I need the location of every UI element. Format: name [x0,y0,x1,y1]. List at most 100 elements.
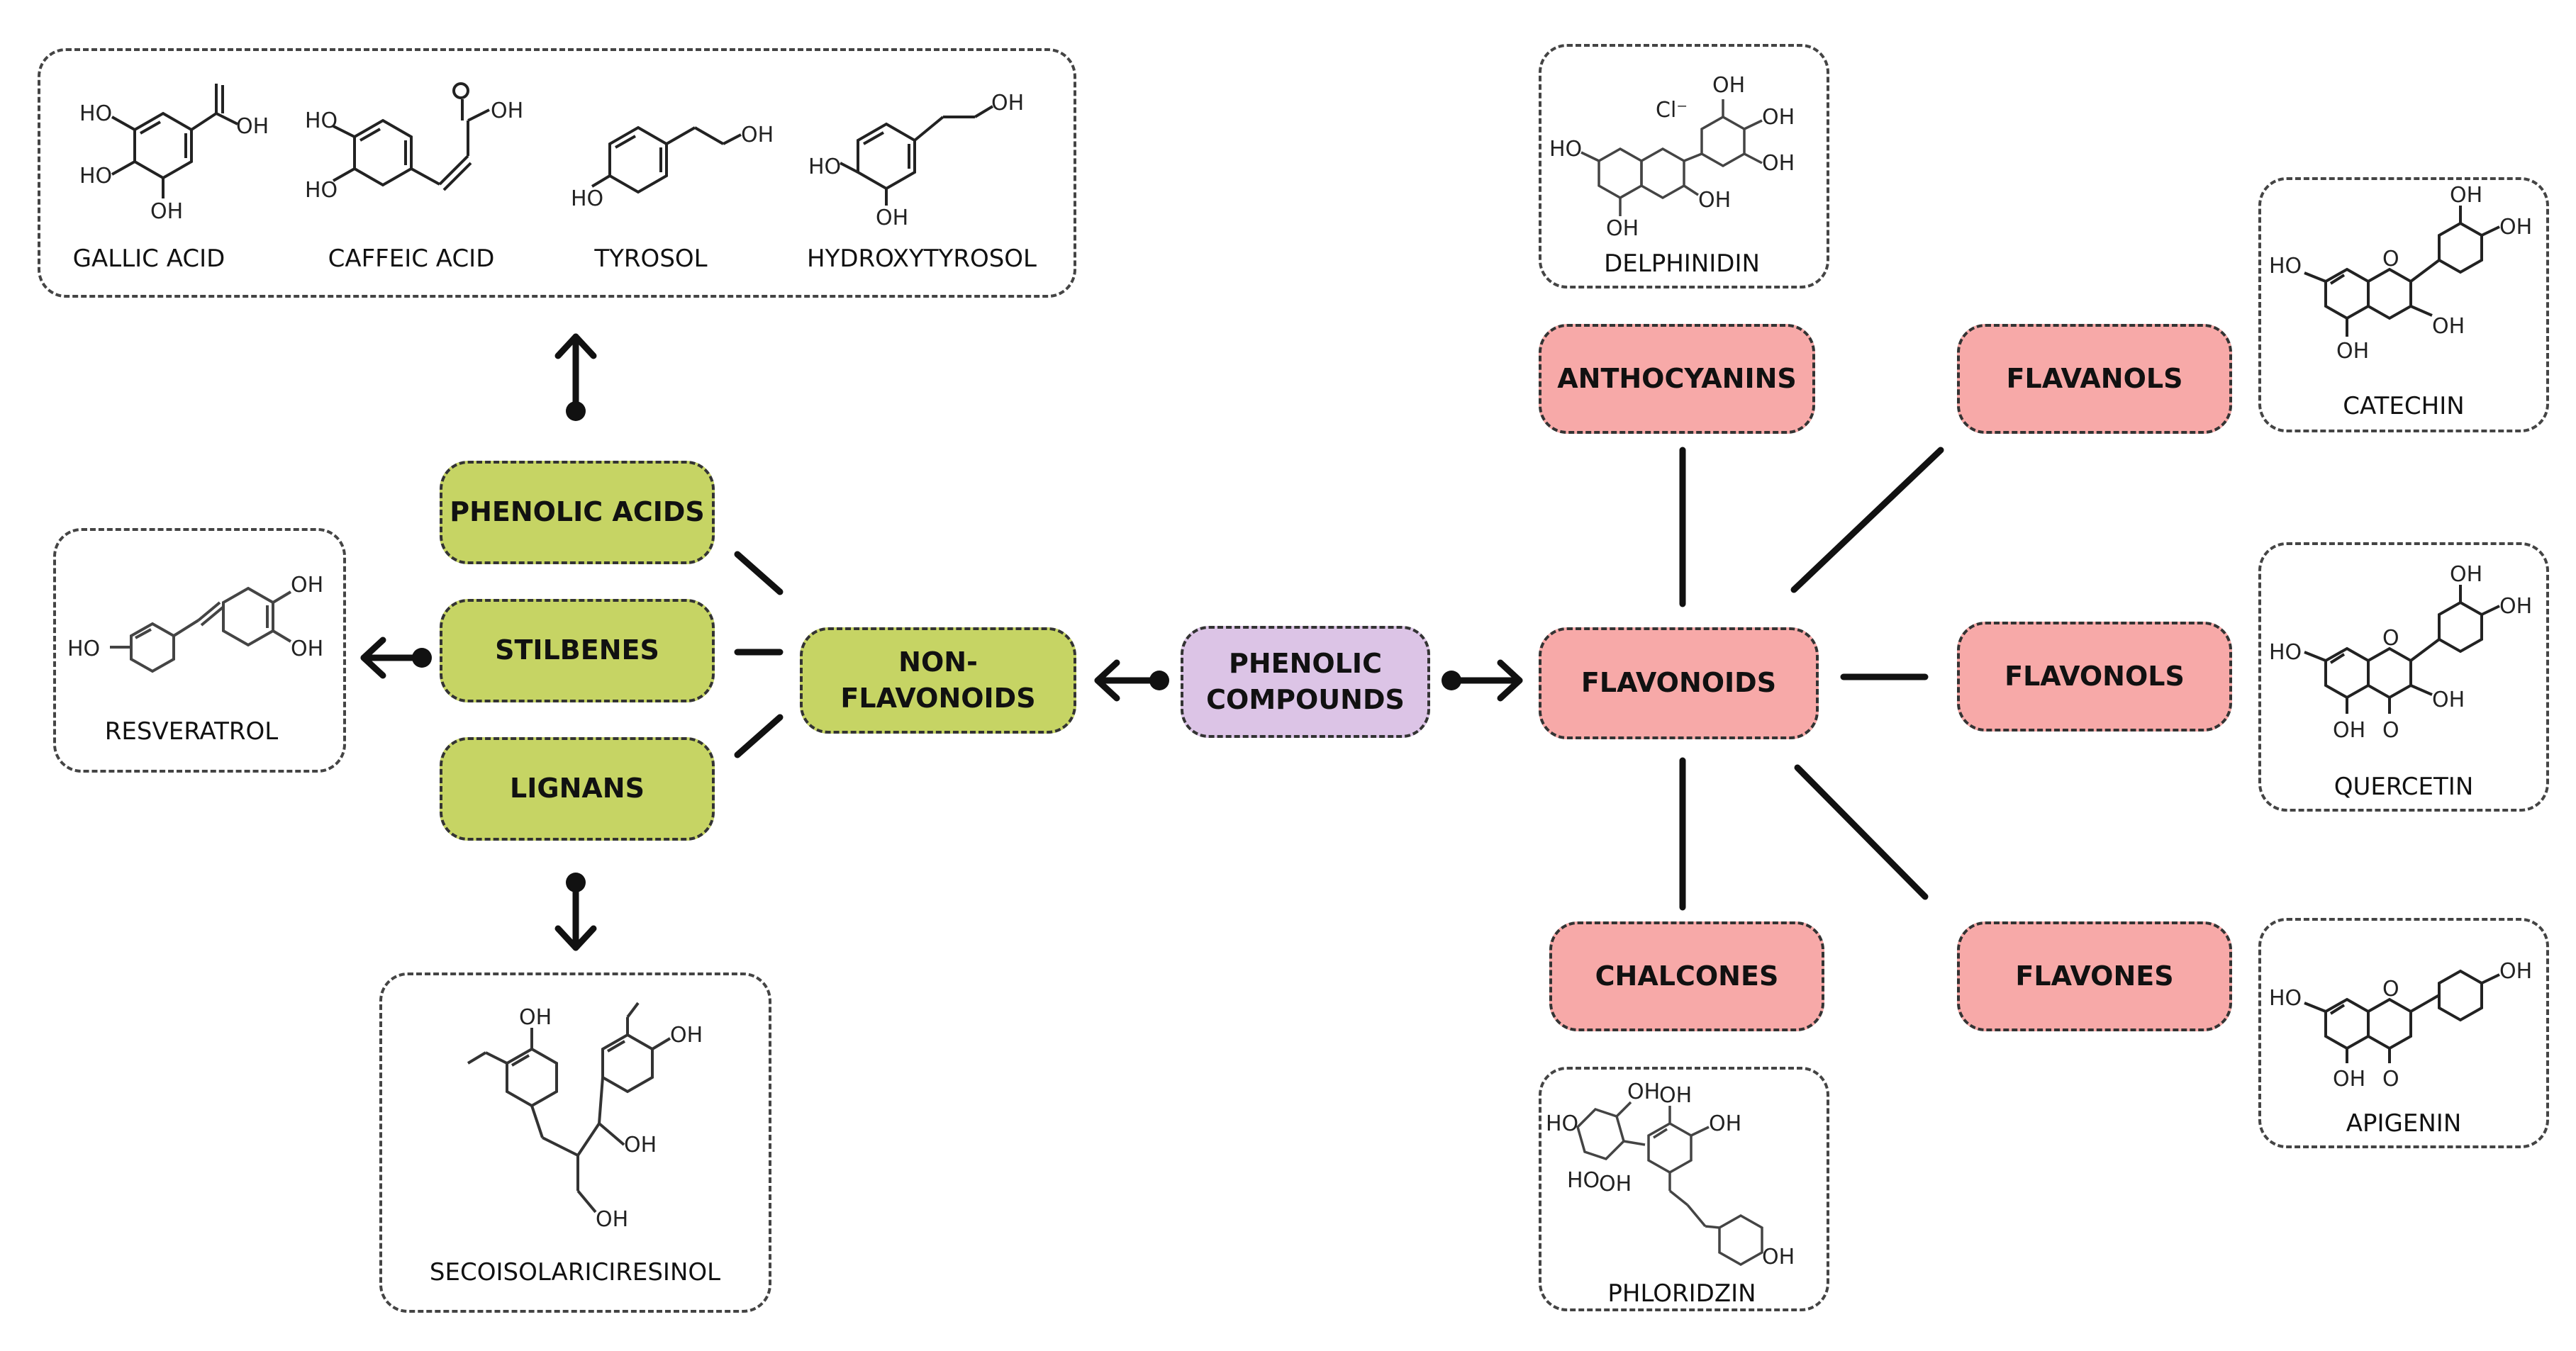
seco-oh-1: OH [519,1005,552,1030]
phloridzin-label: PHLORIDZIN [1607,1279,1756,1308]
catechin-structure: HO O OH OH OH OH [2269,184,2532,364]
flavones-label: FLAVONES [2015,960,2174,992]
catechin-label: CATECHIN [2343,392,2465,420]
delphinidin-oh-2: OH [1762,105,1795,130]
phenolic-acids-node: PHENOLIC ACIDS [440,461,715,564]
quercetin-label: QUERCETIN [2334,773,2474,801]
quercetin-o-keto: O [2382,718,2399,743]
quercetin-box [2258,542,2549,812]
secoisolariciresinol-structure: OH OH OH OH [467,1002,703,1232]
quercetin-o-ring: O [2382,626,2399,651]
secoisolariciresinol-box [379,972,771,1313]
chalcones-node: CHALCONES [1549,921,1824,1031]
lignans-label: LIGNANS [510,773,645,805]
gallic-oh-top: OH [236,114,269,139]
tyrosol-oh: OH [741,123,774,147]
nf-to-lignans-line [734,714,784,758]
quercetin-oh-3: OH [2432,688,2465,712]
quercetin-oh-4: OH [2333,718,2365,743]
flavonols-node: FLAVONOLS [1957,622,2232,731]
catechin-ho: HO [2269,254,2302,279]
gallic-oh-bottom: OH [150,199,183,224]
stilbenes-left-arrowhead [360,637,386,679]
phenolic-compounds-node: PHENOLIC COMPOUNDS [1181,626,1430,738]
phloridzin-structure: OH OH OH HO HO OH OH [1546,1080,1795,1269]
flavones-node: FLAVONES [1957,921,2232,1031]
phloridzin-ho-1: HO [1546,1111,1578,1136]
non-flavonoids-node: NON-FLAVONOIDS [800,627,1076,734]
root-to-nonflavonoids-arrowhead [1094,659,1120,702]
caffeic-acid-structure: OH HO HO [305,82,523,203]
hydroxytyrosol-label: HYDROXYTYROSOL [807,245,1037,273]
delphinidin-cl: Cl⁻ [1656,98,1688,123]
tyrosol-structure: OH HO [571,123,774,211]
catechin-oh-2: OH [2499,215,2532,240]
delphinidin-oh-4: OH [1698,188,1731,213]
secoisolariciresinol-label: SECOISOLARICIRESINOL [429,1258,721,1286]
fl-to-flavanols-line [1790,447,1944,593]
nf-to-phenolic-acids-line [734,551,784,595]
phloridzin-oh-3: OH [1709,1111,1741,1136]
phenolic-acids-up-arrowhead [554,333,597,359]
apigenin-oh-2: OH [2333,1067,2365,1092]
lignans-node: LIGNANS [440,737,715,841]
quercetin-ho: HO [2269,640,2302,665]
phloridzin-oh-5: OH [1762,1245,1795,1269]
phloridzin-oh-1: OH [1627,1080,1660,1104]
resveratrol-box [53,528,346,773]
catechin-o: O [2382,247,2399,271]
resveratrol-label: RESVERATROL [104,717,279,746]
resveratrol-ho: HO [67,637,100,661]
stilbenes-node: STILBENES [440,599,715,702]
resveratrol-oh-2: OH [291,637,323,661]
flavanols-label: FLAVANOLS [2006,362,2183,394]
stilbenes-label: STILBENES [495,634,659,666]
caffeic-acid-label: CAFFEIC ACID [328,245,495,273]
lignans-dot [566,873,586,892]
delphinidin-oh-3: OH [1762,151,1795,176]
delphinidin-oh-5: OH [1606,216,1639,241]
gallic-acid-structure: OH HO HO OH [79,84,269,224]
hydroxytyrosol-oh-1: OH [991,91,1024,116]
hydroxytyrosol-ho: HO [808,155,841,179]
phenolic-compounds-label-line2: COMPOUNDS [1206,684,1405,715]
catechin-box [2258,177,2549,432]
phloridzin-box [1539,1067,1829,1311]
flavonoids-node: FLAVONOIDS [1539,627,1819,739]
caffeic-oh: OH [491,99,523,123]
delphinidin-label: DELPHINIDIN [1604,250,1760,278]
apigenin-o-ring: O [2382,977,2399,1002]
anthocyanins-label: ANTHOCYANINS [1557,362,1797,394]
seco-oh-2: OH [670,1023,703,1048]
phloridzin-oh-4: OH [1599,1172,1632,1196]
delphinidin-oh-1: OH [1712,73,1745,98]
seco-oh-3: OH [624,1133,657,1157]
catechin-oh-4: OH [2336,339,2369,364]
chalcones-label: CHALCONES [1595,960,1779,992]
caffeic-ho-1: HO [305,108,338,133]
apigenin-structure: HO O OH OH O [2269,959,2532,1092]
phenolic-acids-label: PHENOLIC ACIDS [450,496,705,528]
phenolic-compounds-label-line1: PHENOLIC [1229,647,1382,679]
apigenin-box [2258,918,2549,1148]
quercetin-oh-1: OH [2450,562,2482,587]
gallic-ho-2: HO [79,164,112,189]
quercetin-oh-2: OH [2499,594,2532,619]
fl-to-flavones-line [1794,764,1929,900]
resveratrol-structure: HO OH OH [67,573,323,673]
apigenin-oh-1: OH [2499,959,2532,984]
anthocyanins-node: ANTHOCYANINS [1539,324,1815,434]
flavonoids-label: FLAVONOIDS [1580,667,1777,699]
resveratrol-oh-1: OH [291,573,323,598]
tyrosol-label: TYROSOL [594,245,708,273]
gallic-ho-1: HO [79,101,112,126]
hydroxytyrosol-structure: OH HO OH [808,91,1024,230]
phenolic-acids-dot [566,401,586,421]
stilbenes-dot [412,648,432,668]
root-right-dot [1442,671,1461,690]
phenolic-acids-examples-box [38,48,1076,298]
apigenin-label: APIGENIN [2346,1109,2462,1138]
apigenin-o-keto: O [2382,1067,2399,1092]
